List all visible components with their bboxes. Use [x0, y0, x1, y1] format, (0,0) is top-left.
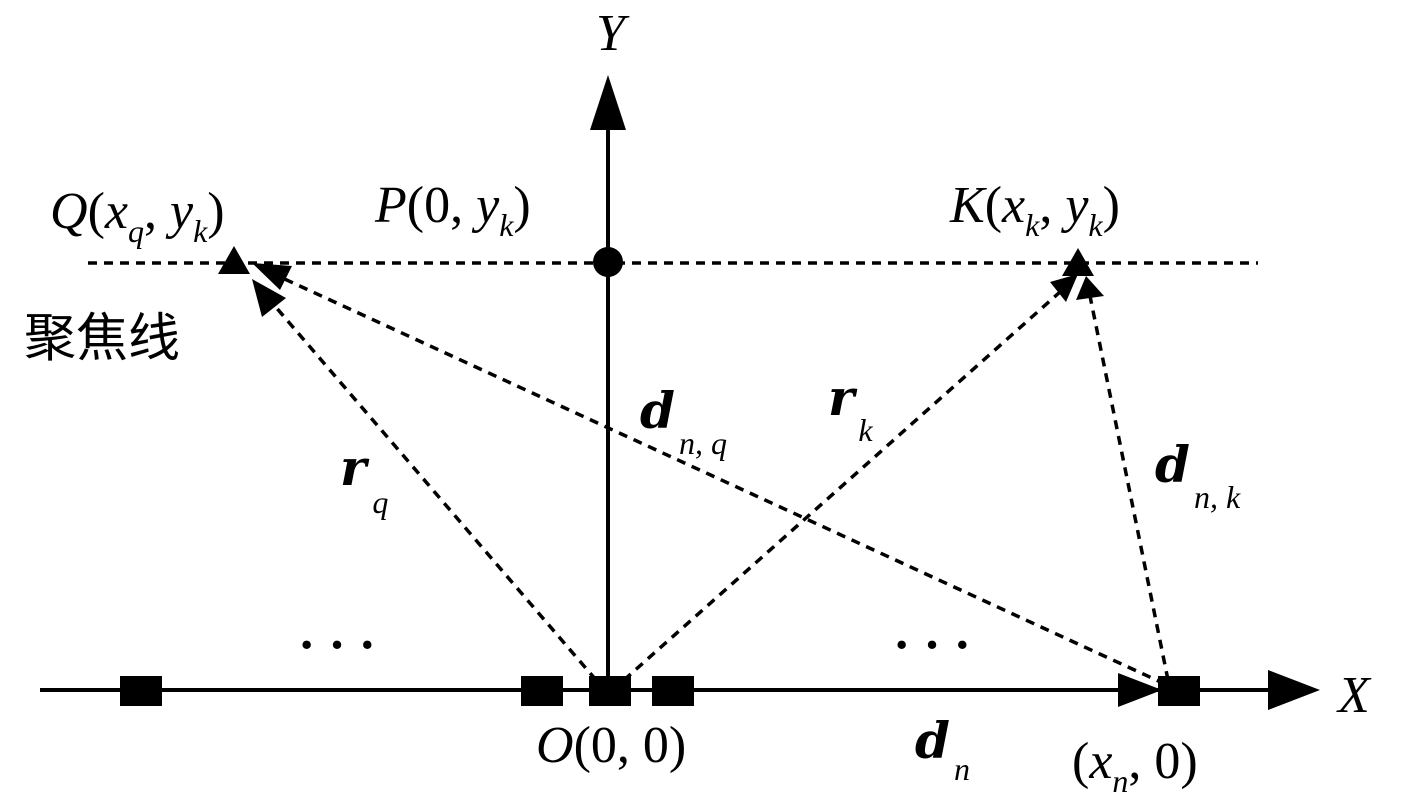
- vector-rq-label: rq: [340, 438, 388, 520]
- x-axis-arrowhead: [1268, 670, 1320, 710]
- array-element: [120, 676, 162, 706]
- vector-dnk-arrowhead: [1076, 276, 1104, 300]
- vector-rk-arrowhead: [1050, 274, 1078, 302]
- vector-dnq-line: [277, 274, 1166, 686]
- element-n-label: (xn, 0): [1072, 733, 1198, 799]
- vector-dnq-label: dn, q: [640, 381, 727, 461]
- array-element-origin: [589, 676, 631, 706]
- ellipsis-left: · · ·: [298, 617, 376, 674]
- ellipsis-right: · · ·: [893, 617, 971, 674]
- vector-dnq-arrowhead: [252, 263, 292, 290]
- y-axis-label: Y: [596, 5, 630, 62]
- vector-rq-arrowhead: [252, 279, 286, 317]
- focus-line-label: 聚焦线: [24, 309, 180, 369]
- vector-rk-line: [622, 290, 1062, 682]
- vector-rq-line: [266, 296, 598, 682]
- point-p-marker: [593, 247, 623, 277]
- vector-rk-label: rk: [828, 368, 873, 448]
- point-k-label: K(xk, yk): [949, 177, 1120, 243]
- vector-dn-arrowhead: [1118, 673, 1162, 707]
- origin-label: O(0, 0): [536, 717, 686, 774]
- point-q-label: Q(xq, yk): [50, 183, 225, 249]
- vector-dnk-label: dn, k: [1155, 435, 1241, 515]
- point-p-label: P(0, yk): [374, 177, 531, 243]
- point-q-marker: [218, 246, 250, 274]
- vector-dnk-line: [1088, 295, 1170, 681]
- x-axis-label: X: [1336, 667, 1372, 724]
- array-element: [521, 676, 563, 706]
- y-axis-arrowhead: [590, 75, 626, 130]
- point-k-marker: [1062, 248, 1094, 276]
- array-element-n: [1158, 676, 1200, 706]
